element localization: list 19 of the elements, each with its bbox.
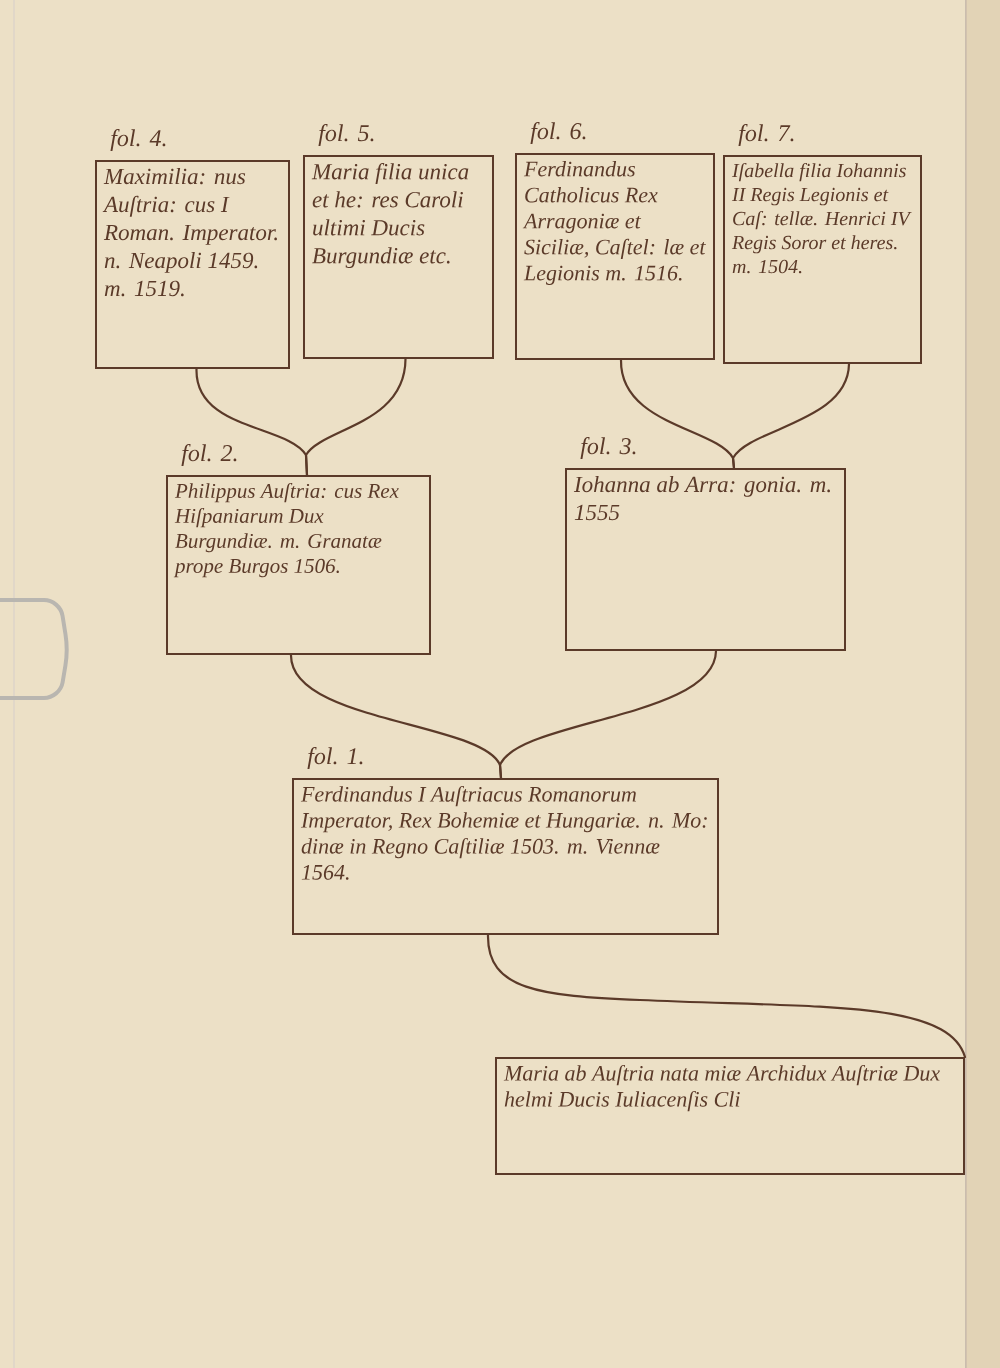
person-box: Maximilia: nus Auſtria: cus I Roman. Imperator. n. Neapoli 1459. m. 1519. xyxy=(95,160,290,369)
person-box: Iohanna ab Arra: gonia. m. 1555 xyxy=(565,468,846,651)
connector-line xyxy=(731,362,851,470)
folio-label: fol. 4. xyxy=(110,129,166,152)
connector-line xyxy=(498,649,718,780)
connector-line xyxy=(304,357,407,477)
person-box: Iſabella filia Iohannis II Regis Legionis et Caſ: tellæ. Henrici IV Regis Soror et heres. m. 1504. xyxy=(723,155,922,364)
folio-label: fol. 3. xyxy=(580,437,636,460)
person-box: Philippus Auſtria: cus Rex Hiſpaniarum Dux Burgundiæ. m. Granatæ prope Burgos 1506. xyxy=(166,475,431,655)
folio-label: fol. 7. xyxy=(738,124,794,147)
folio-label: fol. 5. xyxy=(318,124,374,147)
folio-label: fol. 1. xyxy=(307,747,363,770)
person-box: Ferdinandus Catholicus Rex Arragoniæ et Siciliæ, Caſtel: læ et Legionis m. 1516. xyxy=(515,153,715,360)
folio-label: fol. 6. xyxy=(530,122,586,145)
connector-line xyxy=(486,933,967,1059)
folio-label: fol. 2. xyxy=(181,444,237,467)
person-box: Maria ab Auſtria nata miæ Archidux Auſtriæ Dux helmi Ducis Iuliacenſis Cli xyxy=(495,1057,965,1175)
person-box: Ferdinandus I Auſtriacus Romanorum Imperator, Rex Bohemiæ et Hungariæ. n. Mo: dinæ in Regno Caſtiliæ 1503. m. Viennæ 1564. xyxy=(292,778,719,935)
person-box: Maria filia unica et he: res Caroli ultimi Ducis Burgundiæ etc. xyxy=(303,155,494,359)
